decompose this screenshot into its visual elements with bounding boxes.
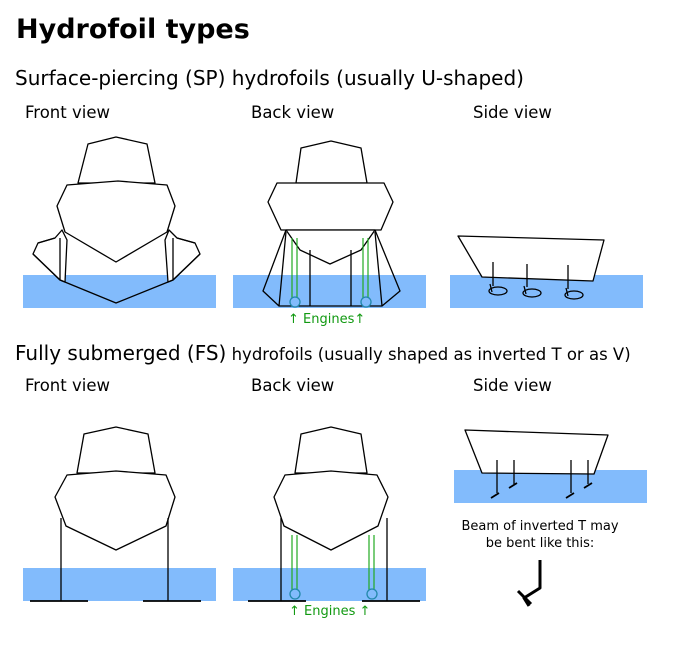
- fs-back-hull: [273, 470, 389, 551]
- sp-front-left-foil: [32, 229, 68, 283]
- fs-back-view-label: Back view: [251, 376, 335, 395]
- fs-back-view-diagram: [233, 426, 426, 602]
- sp-front-view-diagram: [23, 136, 216, 308]
- sp-front-hull: [56, 180, 176, 263]
- sp-side-water: [450, 275, 643, 308]
- sp-back-cabin: [295, 140, 368, 184]
- fs-front-cabin: [76, 426, 156, 474]
- fs-side-water: [454, 470, 647, 503]
- sp-back-view-diagram: [233, 140, 426, 308]
- sp-front-right-foil: [164, 229, 201, 283]
- sp-side-hull: [457, 235, 605, 282]
- sp-side-foil-1: [488, 286, 508, 296]
- sp-back-foil: [262, 229, 401, 307]
- sp-back-view-label: Back view: [251, 103, 335, 122]
- page-title: Hydrofoil types: [16, 14, 250, 45]
- sp-front-cabin: [77, 136, 156, 184]
- sp-back-hull: [267, 182, 394, 231]
- sp-front-view-label: Front view: [25, 103, 110, 122]
- fs-back-left-propeller: [289, 588, 301, 600]
- fs-front-water: [23, 568, 216, 601]
- sp-front-foil-bottom: [59, 279, 174, 304]
- fs-side-view-diagram: [454, 429, 647, 503]
- sp-engines-label: ↑ Engines↑: [288, 312, 366, 327]
- beam-bend-note: Beam of inverted T may be bent like this…: [461, 519, 619, 551]
- fs-front-hull: [54, 470, 176, 551]
- sp-section-heading: Surface-piercing (SP) hydrofoils (usuall…: [15, 66, 524, 90]
- sp-back-left-propeller: [289, 296, 301, 308]
- fs-back-engine-shafts: [291, 535, 375, 590]
- fs-back-right-propeller: [366, 588, 378, 600]
- fs-heading-main: Fully submerged (FS): [15, 341, 227, 365]
- fs-side-hull: [464, 429, 609, 475]
- sp-back-transom: [285, 229, 376, 265]
- sp-side-view-diagram: [450, 235, 643, 308]
- fs-section-heading: Fully submerged (FS) hydrofoils (usually…: [15, 341, 631, 365]
- sp-side-foil-2: [522, 288, 542, 298]
- fs-front-view-label: Front view: [25, 376, 110, 395]
- bent-beam-shape: [522, 560, 542, 607]
- sp-side-view-label: Side view: [473, 103, 552, 122]
- sp-side-foil-3: [564, 290, 584, 300]
- fs-side-view-label: Side view: [473, 376, 552, 395]
- sp-back-right-propeller: [360, 296, 372, 308]
- fs-back-cabin: [294, 426, 368, 474]
- fs-front-view-diagram: [23, 426, 216, 602]
- fs-engines-label: ↑ Engines ↑: [289, 604, 371, 619]
- fs-back-water: [233, 568, 426, 601]
- fs-heading-sub: hydrofoils (usually shaped as inverted T…: [226, 345, 631, 364]
- sp-front-water: [23, 275, 216, 308]
- sp-back-engine-shafts: [291, 238, 369, 298]
- sp-back-water: [233, 275, 426, 308]
